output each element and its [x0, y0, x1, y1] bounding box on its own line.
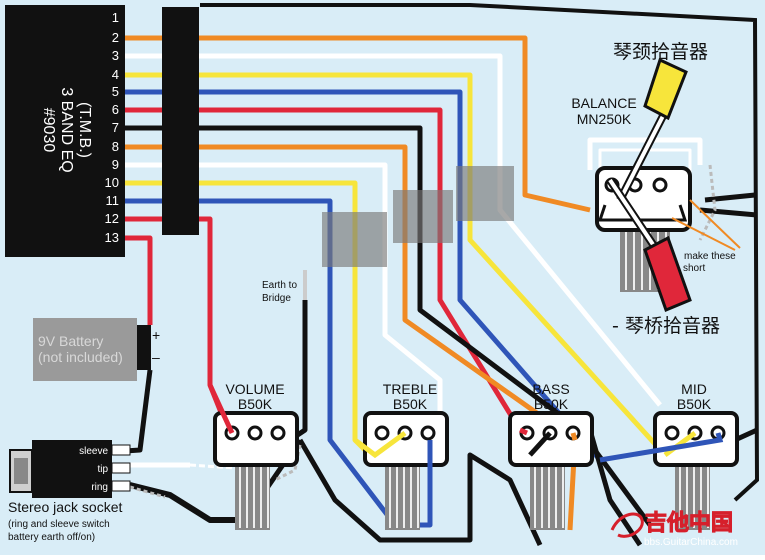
battery-terminal: [137, 325, 151, 370]
battery-line1: 9V Battery: [38, 333, 103, 349]
jack-body: [32, 440, 112, 498]
volume-name: VOLUME: [225, 381, 284, 397]
pin-2: 2: [112, 30, 119, 45]
neck-pickup-lead: [616, 57, 688, 202]
watermark-logo: [610, 512, 644, 538]
battery: 9V Battery (not included) + –: [33, 318, 160, 381]
stereo-jack: sleeve tip ring: [9, 440, 131, 498]
earth-label-line2: Bridge: [262, 293, 291, 304]
balance-earth-wire: [704, 192, 756, 203]
wire-13-red: [125, 235, 153, 325]
battery-minus: –: [152, 349, 160, 365]
jack-sleeve-lug: [111, 444, 131, 456]
pin-4: 4: [112, 67, 119, 82]
pot-lug-wires: [207, 383, 724, 525]
eq-connector: [162, 7, 199, 235]
watermark-cn: 吉他中国: [645, 510, 733, 535]
pin-11: 11: [106, 193, 120, 208]
eq-model: #9030: [40, 108, 57, 153]
watermark-url: bbs.GuitarChina.com: [644, 537, 738, 548]
make-short-line2: short: [683, 263, 705, 274]
jack-ring-wire: [129, 482, 245, 523]
earth-label-line1: Earth to: [262, 280, 297, 291]
wire-2-orange: [125, 35, 591, 213]
shrink-tube-2: [393, 190, 453, 243]
bridge-pickup-lead: [606, 177, 692, 312]
balance-value: MN250K: [577, 111, 632, 127]
battery-plus: +: [152, 327, 160, 343]
pin-8: 8: [112, 139, 119, 154]
jack-tip-label: tip: [97, 464, 108, 475]
pin-13: 13: [105, 230, 119, 245]
pot-mid: [653, 411, 739, 530]
eq-module: [5, 5, 125, 257]
bass-value: B50K: [534, 396, 569, 412]
treble-name: TREBLE: [383, 381, 437, 397]
pot-labels: VOLUME B50K TREBLE B50K BASS B50K MID B5…: [225, 95, 711, 412]
pin-9: 9: [112, 157, 119, 172]
mid-value: B50K: [677, 396, 712, 412]
pot-treble: [363, 411, 449, 530]
eq-pin-numbers: 1 2 3 4 5 6 7 8 9 10 11 12 13: [105, 10, 119, 245]
jack-tip-lug: [111, 462, 131, 474]
pin-10: 10: [105, 175, 119, 190]
volume-value: B50K: [238, 396, 273, 412]
jack-braid: [129, 485, 166, 499]
balance-name: BALANCE: [571, 95, 636, 111]
watermark: 吉他中国 bbs.GuitarChina.com: [610, 510, 738, 548]
bridge-lead-red: [643, 235, 692, 312]
shrink-tubes: [322, 166, 514, 267]
wire-4-yellow: [125, 72, 667, 457]
earth-frame-wire: [200, 2, 760, 502]
jack-ring-lug: [111, 480, 131, 492]
jack-barrel-inner: [14, 458, 28, 484]
battery-line2: (not included): [38, 349, 123, 365]
jack-title: Stereo jack socket: [8, 499, 122, 515]
jack-note-line2: battery earth off/on): [8, 532, 95, 543]
make-short-line1: make these: [684, 251, 736, 262]
mid-name: MID: [681, 381, 707, 397]
balance-braid: [698, 164, 717, 241]
pin-12: 12: [105, 211, 119, 226]
jack-ring-label: ring: [91, 482, 108, 493]
wire-3-white: [125, 53, 662, 407]
battery-body: [33, 318, 137, 381]
pin-3: 3: [112, 48, 119, 63]
bass-name: BASS: [532, 381, 569, 397]
shrink-tube-3: [456, 166, 514, 221]
wire-9-white: [125, 162, 443, 435]
treble-value: B50K: [393, 396, 428, 412]
pin-5: 5: [112, 84, 119, 99]
balance-earth-wire-2: [699, 207, 758, 218]
make-short-pointer: [671, 199, 741, 251]
neck-lead-yellow: [643, 57, 688, 121]
pot-volume: [213, 411, 299, 530]
jack-note-line1: (ring and sleeve switch: [8, 519, 110, 530]
bridge-pickup-prefix: -: [612, 315, 619, 337]
jack-tip-wire-braid: [189, 463, 266, 472]
wire-8-orange: [125, 144, 578, 531]
bridge-pickup-label: 琴桥拾音器: [625, 315, 720, 337]
eq-type: 3 BAND EQ: [58, 87, 75, 172]
eq-module-label: #9030 3 BAND EQ (T.M.B.): [40, 87, 93, 172]
pin-7: 7: [112, 120, 119, 135]
balance-loop-white: [587, 137, 703, 170]
neck-pickup-label: 琴颈拾音器: [613, 41, 708, 63]
pin-1: 1: [112, 10, 119, 25]
pin-6: 6: [112, 102, 119, 117]
eq-mode: (T.M.B.): [76, 102, 93, 158]
jack-sleeve-label: sleeve: [79, 446, 108, 457]
shrink-tube-1: [322, 212, 387, 267]
earth-chain-wire-a: [297, 438, 543, 547]
earth-chain-wire-b: [587, 429, 643, 547]
